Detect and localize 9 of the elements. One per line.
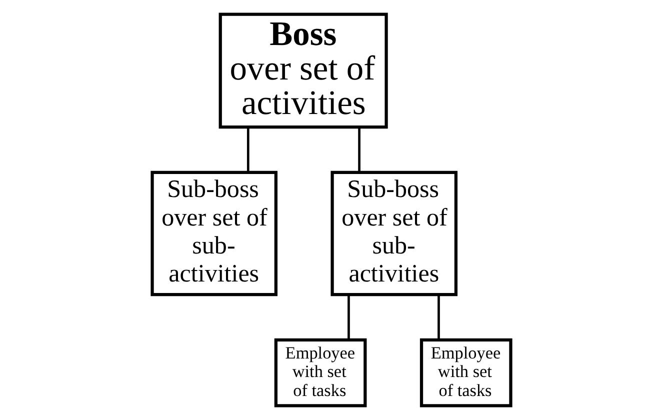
connector — [246, 127, 250, 172]
node-box: Boss over set of activities — [218, 12, 388, 129]
connector — [348, 294, 350, 340]
node-box: Employee with set of tasks — [420, 338, 512, 408]
connector — [438, 294, 440, 340]
node-box: Employee with set of tasks — [274, 338, 367, 408]
connector — [358, 127, 360, 172]
node-box: Sub-boss over set of sub-activities — [150, 170, 278, 296]
node-box: Sub-boss over set of sub-activities — [330, 170, 458, 296]
